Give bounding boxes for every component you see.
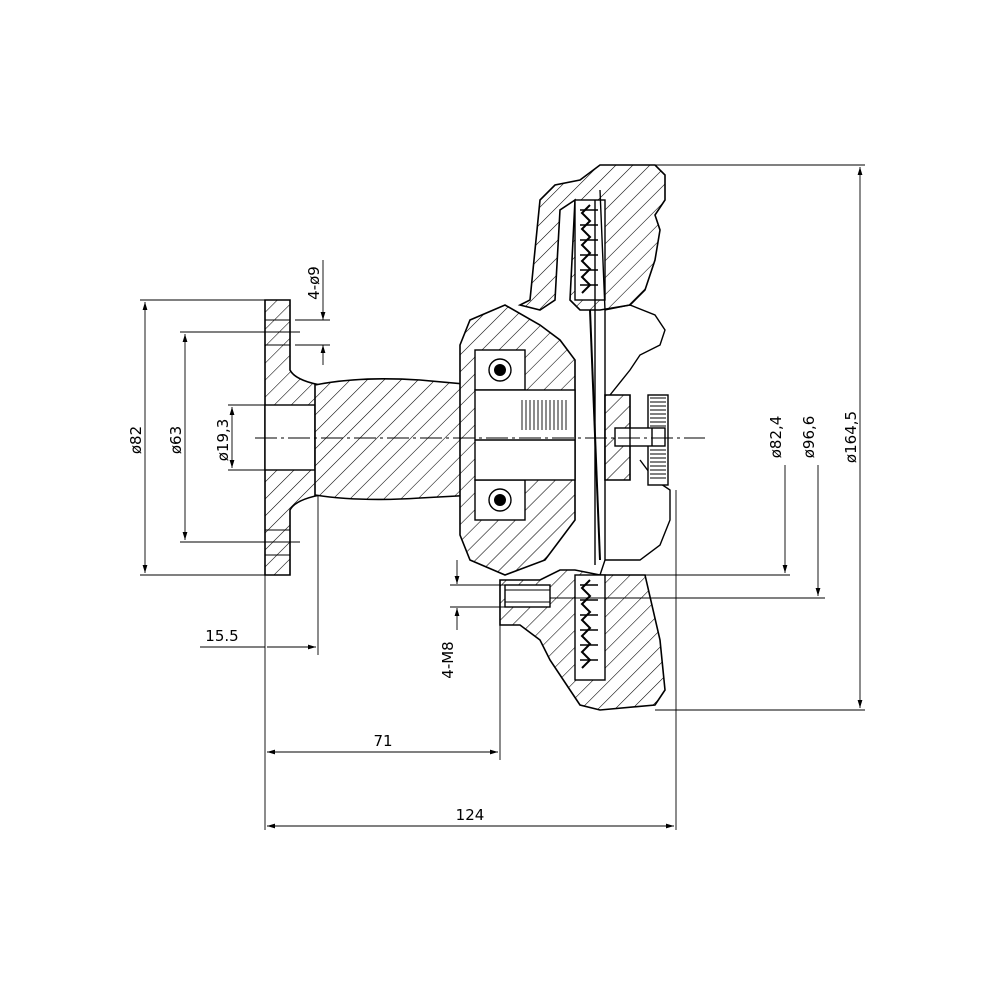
dimensions: ø82 ø63 ø19,3 4-ø9 15.5 4-M8 71 124 — [127, 164, 865, 830]
dim-mount-threads: 4-M8 — [439, 641, 457, 678]
bearing-lower — [474, 479, 526, 521]
dim-bolt-circle-diameter: ø63 — [167, 426, 185, 454]
spline-section — [474, 389, 576, 481]
dim-mount-offset: 71 — [373, 732, 392, 750]
bearing-upper — [474, 349, 526, 391]
dim-thread-circle-diameter: ø96,6 — [800, 416, 818, 459]
dim-overall-length: 124 — [456, 806, 485, 824]
dim-flange-thickness: 15.5 — [205, 627, 238, 645]
dim-flange-diameter: ø82 — [127, 426, 145, 454]
dim-bore-diameter: ø19,3 — [214, 419, 232, 462]
center-bolt — [614, 427, 666, 447]
dim-outer-diameter: ø164,5 — [842, 411, 860, 463]
shaft — [314, 377, 476, 501]
dim-flange-holes: 4-ø9 — [305, 266, 323, 300]
part-section — [264, 164, 671, 711]
clutch-fins-top — [574, 199, 606, 301]
flange-bolt-holes — [265, 319, 290, 556]
dim-pilot-diameter: ø82,4 — [767, 416, 785, 459]
thread-hole — [504, 584, 551, 608]
spline-teeth — [521, 400, 567, 430]
clutch-fins-bottom — [574, 574, 606, 681]
